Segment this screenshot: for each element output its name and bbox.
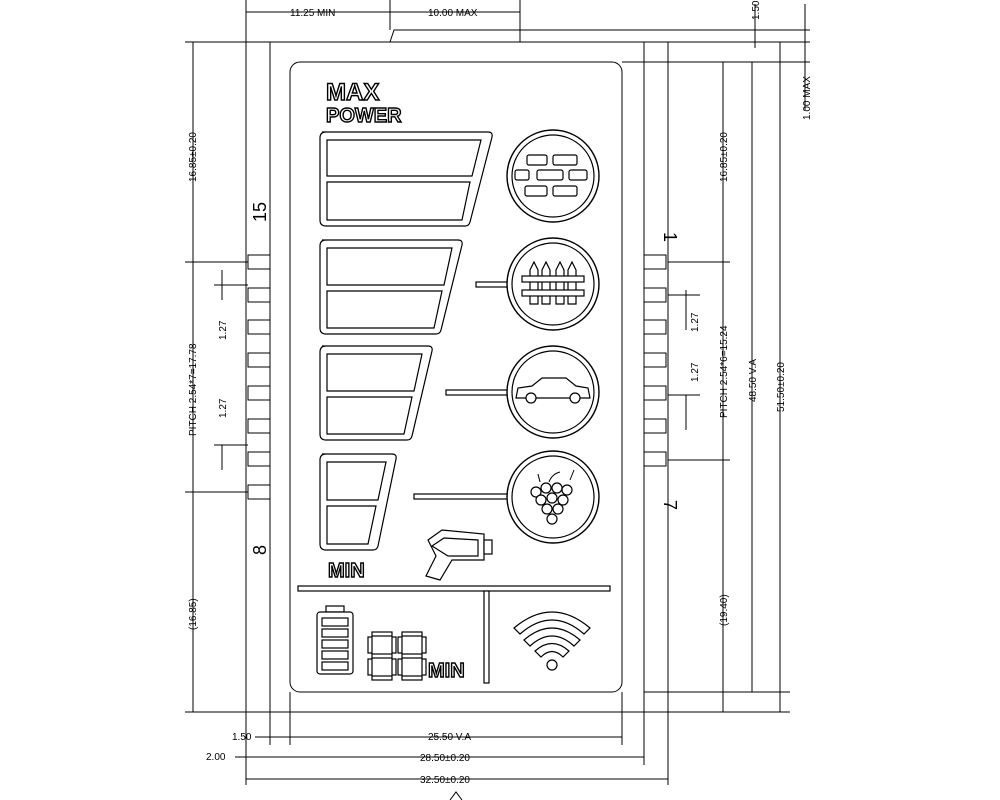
battery-icon xyxy=(316,605,354,675)
right-dimensions: 16.85±0.20 PITCH 2.54*6=15.24 (19.40) 48… xyxy=(643,42,790,713)
dim-right-pitch: PITCH 2.54*6=15.24 xyxy=(719,325,730,418)
dim-right-127-b: 1.27 xyxy=(690,362,701,382)
min-label: MIN xyxy=(328,560,365,582)
power-label: POWER xyxy=(326,105,402,127)
fence-icon xyxy=(506,237,600,331)
dim-bottom-200: 2.00 xyxy=(206,752,226,763)
min-unit-label: MIN xyxy=(428,660,465,682)
pin-label-8: 8 xyxy=(250,545,270,555)
dim-top-mid: 10.00 MAX xyxy=(428,8,478,19)
bottom-marker xyxy=(449,791,463,800)
brick-wall-icon xyxy=(506,129,600,223)
power-bars xyxy=(319,131,493,551)
max-label: MAX xyxy=(326,79,379,106)
dim-left-pitch: PITCH 2.54*7=17.78 xyxy=(188,343,199,436)
pin-label-7: 7 xyxy=(660,500,680,510)
pin-label-15: 15 xyxy=(250,202,270,222)
grapes-icon xyxy=(506,450,600,544)
seven-segment-display xyxy=(367,631,427,681)
wifi-icon xyxy=(513,611,591,671)
dim-bottom-mid: 28.50±0.20 xyxy=(420,753,470,764)
dim-left-127-a: 1.27 xyxy=(218,320,229,340)
dim-bottom-total: 32.50±0.20 xyxy=(420,775,470,786)
car-icon xyxy=(506,345,600,439)
dim-right-lower: (19.40) xyxy=(719,594,730,626)
bottom-dimensions: 1.50 2.00 25.50 V.A 28.50±0.20 32.50±0.2… xyxy=(206,692,669,786)
dim-top-right: 1.50 xyxy=(751,0,762,20)
pin-label-1: 1 xyxy=(660,232,680,242)
dim-right-total: 51.50±0.20 xyxy=(776,362,787,412)
dim-top-left: 11.25 MIN xyxy=(290,8,335,19)
glass-outline xyxy=(245,29,669,713)
bottom-separators xyxy=(297,585,611,684)
dim-right-top: 1.00 MAX xyxy=(802,76,813,120)
dim-left-lower: (16.85) xyxy=(188,598,199,630)
hair-dryer-icon xyxy=(425,529,493,581)
dim-bottom-va: 25.50 V.A xyxy=(428,732,471,743)
top-dimensions: 11.25 MIN 10.00 MAX 1.50 1.00 MAX xyxy=(245,0,813,120)
dim-left-127-b: 1.27 xyxy=(218,398,229,418)
left-dimensions: 16.85±0.20 PITCH 2.54*7=17.78 (16.85) 1.… xyxy=(185,41,271,713)
dim-bottom-150: 1.50 xyxy=(232,732,252,743)
dim-right-upper: 16.85±0.20 xyxy=(719,132,730,182)
dim-right-127-a: 1.27 xyxy=(690,312,701,332)
dim-right-va: 48.50 V.A xyxy=(748,359,759,402)
dim-left-upper: 16.85±0.20 xyxy=(188,132,199,182)
